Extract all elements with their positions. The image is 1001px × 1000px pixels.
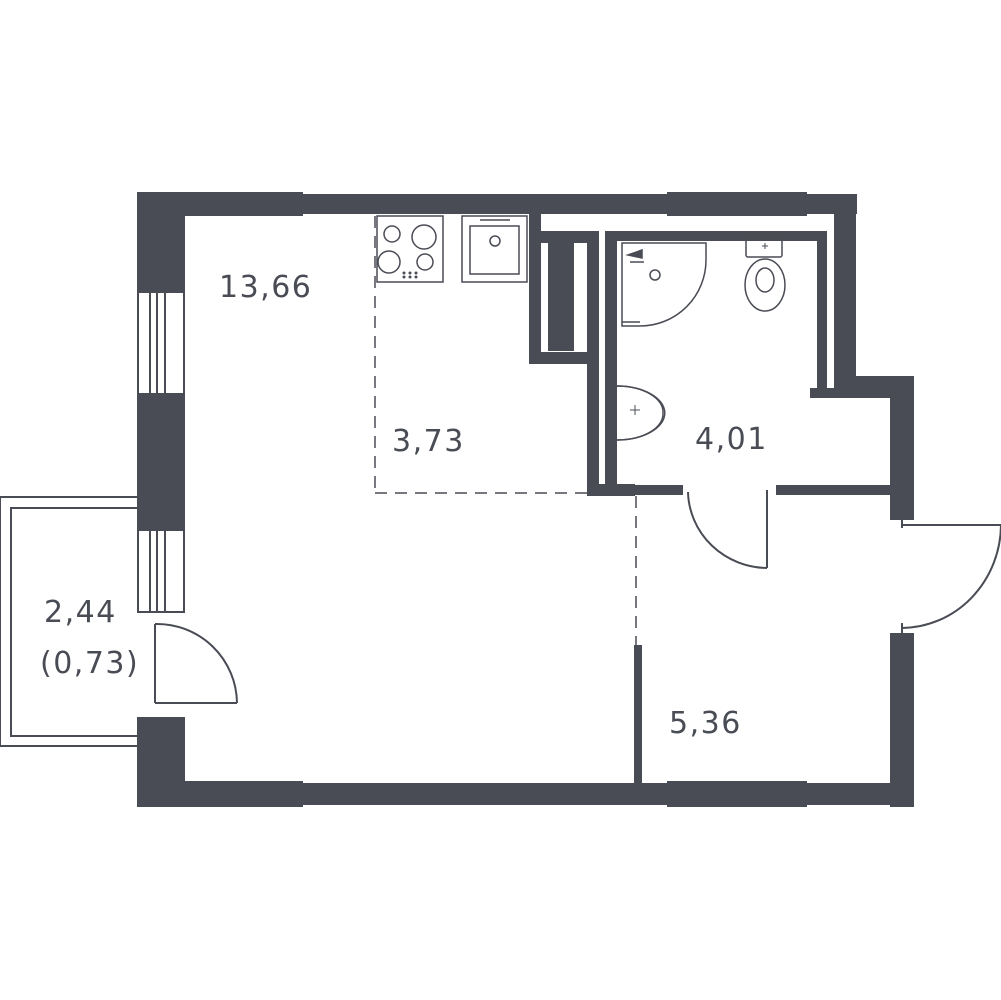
window-icon [137,291,185,395]
room-area-bathroom: 4,01 [695,422,768,457]
wall-bath-top [605,231,827,241]
area-labels: 13,66 3,73 4,01 5,36 2,44 (0,73) [40,270,768,741]
window-icon [137,529,185,613]
wall-hall-partition [634,645,642,783]
wall-bath-right [817,231,827,398]
wall-bath-left-inner [605,231,617,495]
wall-right-mid [890,376,914,520]
kitchen-sink-icon [461,215,528,283]
wall-shaft-inner [548,243,574,351]
wall-bottom-mid [303,783,667,805]
wall-top-mid [303,194,667,214]
doors [154,490,1001,704]
bathroom-sink-icon [616,385,666,441]
door-icon [154,622,238,704]
wall-top-right [667,192,807,216]
room-area-kitchen: 3,73 [392,424,465,459]
room-area-balcony-reduced: (0,73) [40,646,139,681]
wall-shaft-right [587,231,599,364]
wall-left-mid [137,394,185,530]
room-area-balcony: 2,44 [44,595,117,630]
wall-bath-bottom-mid [635,485,683,495]
wall-shaft-top [529,214,541,364]
wall-bottom-left [137,781,303,807]
balcony [0,496,137,747]
zone-boundaries [374,216,637,645]
room-area-hallway: 5,36 [669,706,742,741]
door-icon [687,490,768,569]
toilet-icon [744,236,786,312]
shower-icon [621,242,707,327]
wall-right-lower [890,633,914,807]
wall-pier-top-left [137,192,185,292]
windows [137,291,185,613]
wall-bath-bottom-right [776,485,890,495]
wall-shaft-cap [541,231,599,243]
walls [137,192,914,807]
wall-bath-left-outer [587,352,599,495]
door-icon [901,518,1001,633]
wall-bath-right-foot [810,388,834,398]
wall-right-upper [834,194,856,398]
wall-bottom-right [667,781,807,807]
room-area-living: 13,66 [219,270,312,305]
stove-icon [376,215,444,283]
wall-bath-bottom-left [587,484,635,496]
wall-shaft-mid [529,352,599,364]
wall-bottom-end [807,783,913,805]
